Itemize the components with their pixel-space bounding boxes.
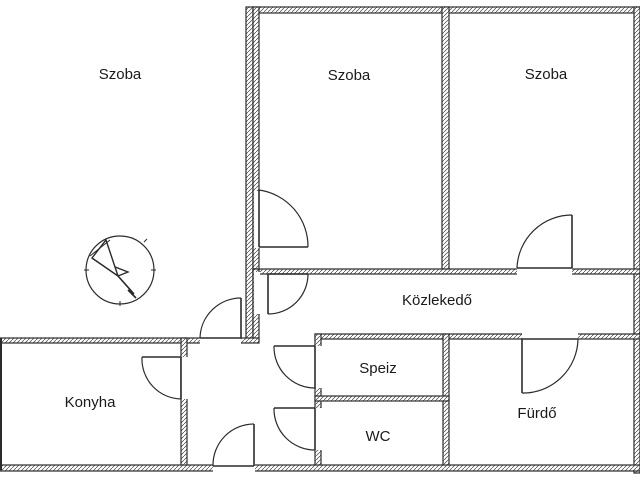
door-entrance — [212, 423, 255, 472]
room-label-wc: WC — [366, 428, 391, 445]
room-label-szoba-2: Szoba — [328, 67, 371, 84]
room-label-speiz: Speiz — [359, 360, 397, 377]
door-szoba2 — [254, 189, 309, 248]
room-label-kozlekedo: Közlekedő — [402, 292, 472, 309]
wall-corridor-top — [252, 268, 640, 275]
door-furdo — [521, 333, 579, 394]
wall-speiz-wc — [314, 395, 450, 402]
door-szoba3 — [516, 214, 573, 275]
room-label-konyha: Konyha — [65, 394, 117, 411]
room-label-szoba-1: Szoba — [99, 66, 142, 83]
room-label-szoba-3: Szoba — [525, 66, 568, 83]
doors — [141, 189, 579, 472]
wall-corridor-bottom — [314, 333, 640, 340]
wall-szoba1-right — [245, 6, 254, 340]
wall-szoba2-3 — [441, 6, 450, 271]
door-szoba1 — [199, 297, 242, 344]
door-speiz — [273, 345, 322, 389]
wall-left-konyha — [0, 338, 2, 470]
wall-right — [633, 6, 640, 474]
door-konyha — [141, 356, 188, 400]
wall-bottom — [0, 464, 640, 472]
wall-szoba1-bottom — [0, 337, 260, 344]
door-wc — [273, 407, 322, 451]
door-kozlekedo-left — [254, 272, 309, 315]
north-arrow-icon — [84, 235, 156, 306]
room-label-furdo: Fürdő — [517, 405, 556, 422]
walls — [0, 6, 640, 474]
